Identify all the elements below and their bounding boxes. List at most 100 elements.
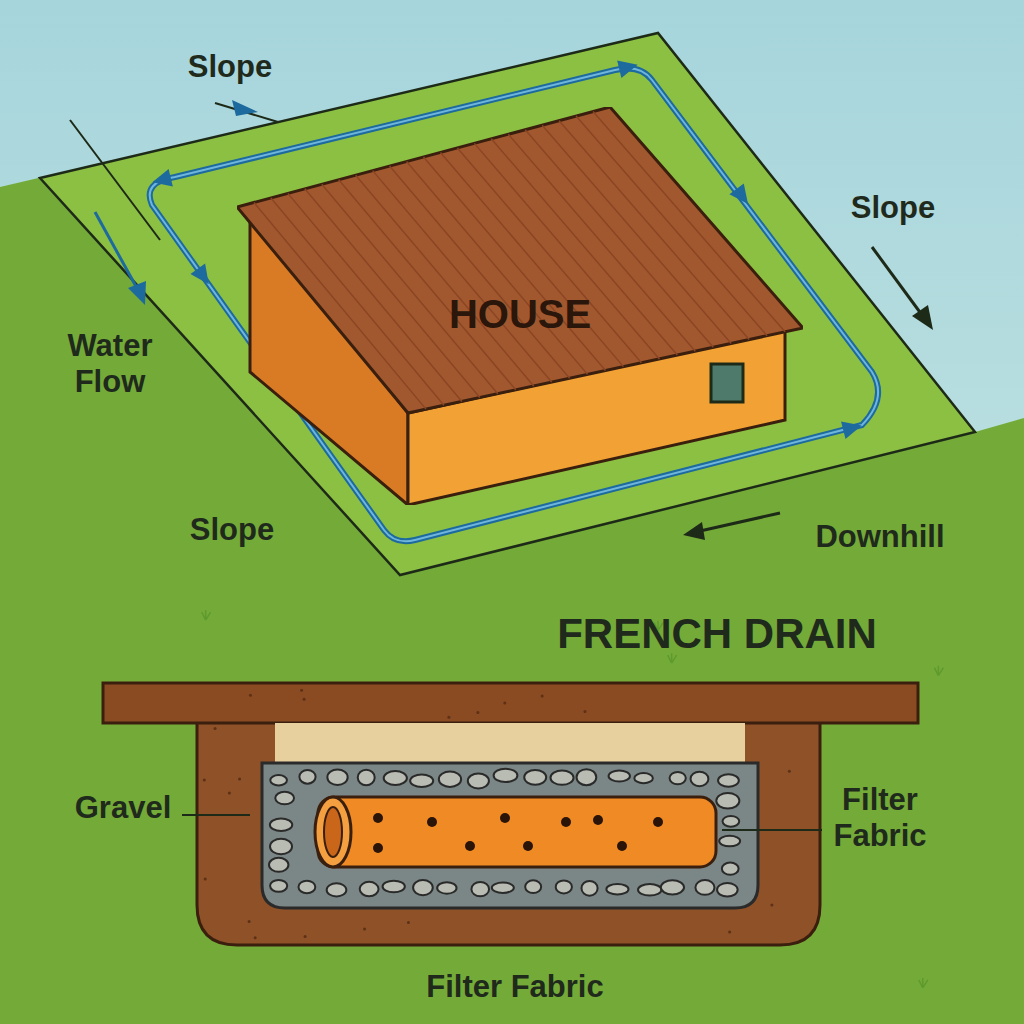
pipe-hole xyxy=(427,817,437,827)
house: HOUSE xyxy=(237,107,803,505)
slope-arrow xyxy=(232,100,258,116)
soil-speck xyxy=(254,936,257,939)
flow-arrowhead xyxy=(150,169,173,191)
soil-speck xyxy=(228,792,231,795)
flow-arrowhead xyxy=(729,183,755,209)
downhill-arrow xyxy=(700,513,780,531)
gravel-stone xyxy=(269,858,288,872)
label-holder: Filter Fabric xyxy=(426,969,603,1005)
gravel-stone xyxy=(270,880,287,892)
flow-arrowhead xyxy=(190,263,216,289)
roof-stripe xyxy=(271,198,444,405)
pipe-opening xyxy=(315,797,351,867)
gravel-stone xyxy=(299,770,315,784)
slope-arrow xyxy=(912,305,933,330)
gravel-stone xyxy=(413,880,433,895)
soil-speck xyxy=(214,727,217,730)
gravel-stone xyxy=(525,880,541,893)
soil-speck xyxy=(204,878,207,881)
trench-soil xyxy=(197,722,820,945)
gravel-stone xyxy=(327,883,347,896)
section-heading: FRENCH DRAIN xyxy=(557,610,877,658)
pipe-hole xyxy=(373,813,383,823)
lot xyxy=(40,33,975,575)
roof-stripe xyxy=(593,112,785,332)
topsoil-layer xyxy=(275,723,745,763)
gravel-stone xyxy=(270,818,292,830)
gravel-stone xyxy=(661,880,684,894)
gravel-stone xyxy=(358,770,375,785)
leader-line xyxy=(182,814,250,816)
label-holder: Slope xyxy=(190,512,274,548)
gravel-stone xyxy=(492,883,514,893)
house-label: HOUSE xyxy=(449,291,591,337)
window xyxy=(711,364,743,402)
part-label: Gravel xyxy=(75,790,172,826)
label-holder: Slope xyxy=(851,190,935,226)
soil-speck xyxy=(728,931,731,934)
soil-speck xyxy=(407,921,410,924)
soil-texture xyxy=(203,689,791,939)
pipe-hole xyxy=(465,841,475,851)
soil-speck xyxy=(447,716,450,719)
gravel-stone xyxy=(606,884,628,895)
gravel-stone xyxy=(410,775,433,787)
water-flow-arrow xyxy=(95,212,138,290)
pipe-hole xyxy=(617,841,627,851)
gravel-stone xyxy=(270,775,287,785)
gravel-stone xyxy=(718,774,739,786)
flow-arrowhead xyxy=(841,417,864,439)
gravel-stone xyxy=(383,881,405,893)
water-flow-arrow xyxy=(128,281,146,305)
gravel-stone xyxy=(638,884,661,895)
gravel-stone xyxy=(275,792,294,805)
part-label: Filter Fabric xyxy=(426,969,603,1005)
gravel-stone xyxy=(691,772,709,786)
downhill-arrow xyxy=(683,522,705,540)
grass-tuft xyxy=(202,610,211,620)
gravel-stone xyxy=(695,880,714,895)
pipe-hole xyxy=(561,817,571,827)
water-flow-label: Water Flow xyxy=(45,328,175,399)
label-holder: FRENCH DRAIN xyxy=(557,610,877,658)
label-holder: Downhill xyxy=(815,519,944,555)
slope-label: Slope xyxy=(188,49,272,85)
roof-stripe xyxy=(322,184,498,393)
slope-arrow xyxy=(872,247,922,315)
hillside xyxy=(0,33,1024,1024)
soil-speck xyxy=(304,935,307,938)
gravel-stone xyxy=(722,863,739,875)
pipe-hole xyxy=(653,817,663,827)
pipe-hole xyxy=(373,843,383,853)
soil-speck xyxy=(363,928,366,931)
ground-surface xyxy=(103,683,918,723)
gravel-stone xyxy=(471,882,489,896)
gravel-stone xyxy=(723,816,740,827)
roof xyxy=(237,107,803,413)
gravel-stone xyxy=(634,773,653,783)
slope-label: Slope xyxy=(190,512,274,548)
soil-speck xyxy=(248,920,251,923)
label-holder: Slope xyxy=(188,49,272,85)
roof-stripe xyxy=(254,202,426,409)
pipe-opening xyxy=(324,807,342,857)
gravel-stone xyxy=(298,881,315,893)
soil-speck xyxy=(249,694,252,697)
roof-stripe xyxy=(288,193,462,401)
gravel-stone xyxy=(719,836,740,847)
gravel-stone xyxy=(439,771,461,786)
gravel-stone xyxy=(327,770,347,785)
slope-label: Slope xyxy=(851,190,935,226)
gravel-stone xyxy=(384,771,407,785)
gravel-stone xyxy=(609,770,630,781)
soil-speck xyxy=(300,689,303,692)
gravel-stone xyxy=(556,880,572,893)
leader-line xyxy=(722,829,822,831)
gravel xyxy=(269,769,740,897)
grass-tuft xyxy=(919,978,928,988)
grass-tuft xyxy=(934,666,943,676)
soil-speck xyxy=(476,711,479,714)
pipe-holes xyxy=(373,813,663,853)
